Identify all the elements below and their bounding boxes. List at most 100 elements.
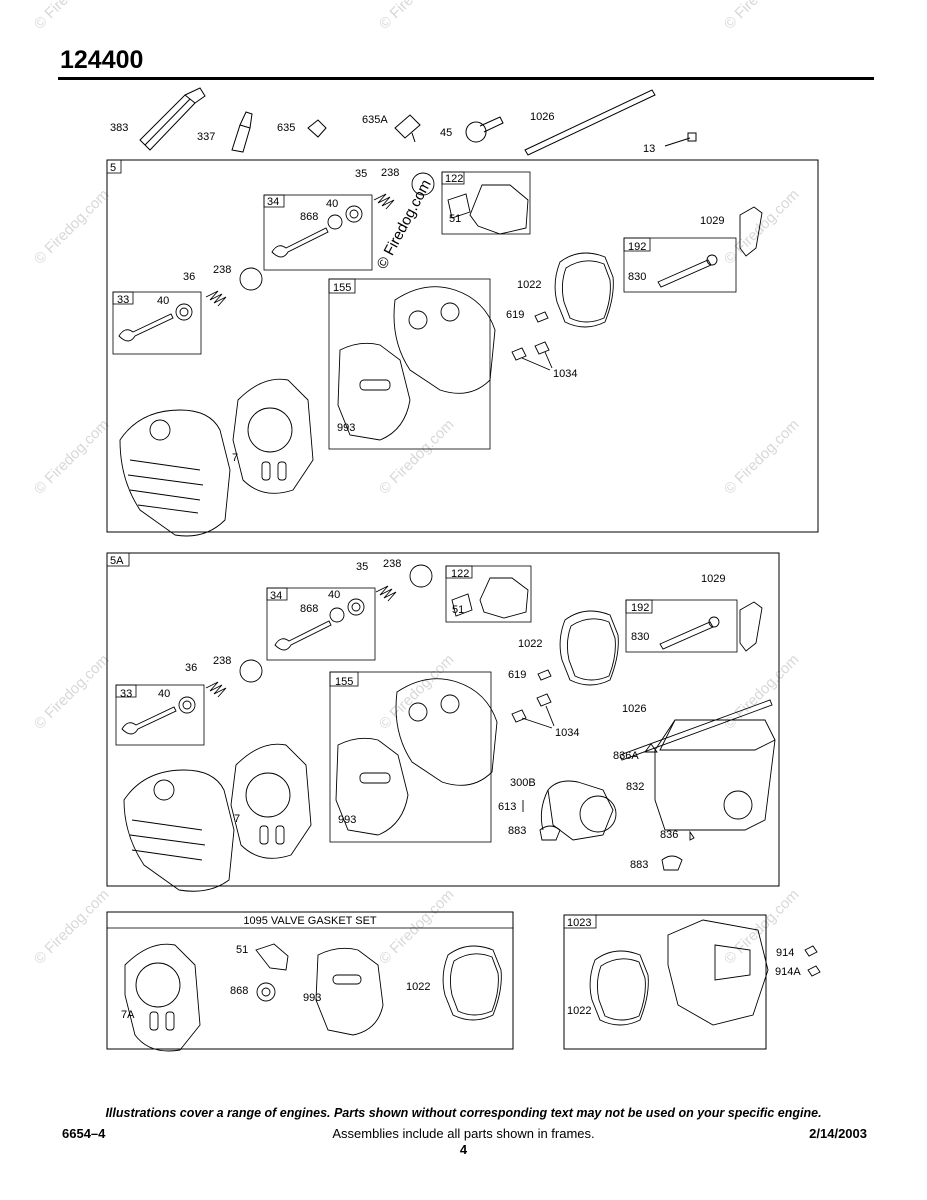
- part-label: 33: [120, 688, 132, 700]
- watermark: © Firedog.com: [31, 416, 113, 498]
- part-label: 830: [628, 271, 646, 283]
- part-label: 51: [452, 604, 464, 616]
- part-label: 1026: [622, 703, 646, 715]
- part-label: 836: [660, 829, 678, 841]
- part-label: 1029: [701, 573, 725, 585]
- part-label: 45: [440, 127, 452, 139]
- frame-1023: 1023 914 914A 1022: [563, 914, 821, 1050]
- part-label: 1022: [567, 1005, 591, 1017]
- part-label: 619: [508, 669, 526, 681]
- part-label: 7A: [121, 1009, 135, 1021]
- part-label: 868: [230, 985, 248, 997]
- part-label: 40: [158, 688, 170, 700]
- part-label: 836A: [613, 750, 639, 762]
- part-label: 993: [338, 814, 356, 826]
- part-label: 868: [300, 603, 318, 615]
- watermark: © Firedog.com: [31, 186, 113, 268]
- watermark: © Firedog.com: [31, 0, 113, 33]
- watermark: © Firedog.com: [31, 886, 113, 968]
- part-label: 51: [449, 213, 461, 225]
- part-label: 993: [337, 422, 355, 434]
- frame-label: 1023: [567, 917, 591, 929]
- part-label: 51: [236, 944, 248, 956]
- watermark: © Firedog.com: [376, 886, 458, 968]
- part-label: 1029: [700, 215, 724, 227]
- part-label: 1026: [530, 111, 554, 123]
- part-label: 13: [643, 143, 655, 155]
- watermark: © Firedog.com: [31, 651, 113, 733]
- watermark: © Firedog.com: [721, 186, 803, 268]
- spark-plug-part: [231, 111, 253, 153]
- frame-5: 5: [106, 159, 819, 537]
- part-label: 7: [234, 813, 240, 825]
- footer-assemblies: Assemblies include all parts shown in fr…: [332, 1126, 595, 1141]
- part-635a: [394, 114, 421, 143]
- part-label: 883: [508, 825, 526, 837]
- part-label: 34: [270, 590, 282, 602]
- frame-label: 5A: [110, 555, 124, 567]
- part-label: 36: [183, 271, 195, 283]
- frame-title: 1095 VALVE GASKET SET: [243, 915, 377, 927]
- part-label: 613: [498, 801, 516, 813]
- part-label: 122: [445, 173, 463, 185]
- part-label: 1034: [553, 368, 577, 380]
- part-label: 1022: [518, 638, 542, 650]
- part-label: 34: [267, 196, 279, 208]
- page-title: 124400: [60, 46, 144, 74]
- watermark: © Firedog.com: [721, 0, 803, 33]
- top-labels: 383 337 635 635A 45 1026 13: [110, 111, 655, 155]
- part-label: 122: [451, 568, 469, 580]
- watermark: © Firedog.com: [721, 651, 803, 733]
- frame-5a: 5A: [106, 552, 780, 892]
- part-label: 993: [303, 992, 321, 1004]
- part-13: [664, 132, 697, 147]
- part-label: 40: [326, 198, 338, 210]
- footer-code: 6654–4: [62, 1126, 106, 1141]
- part-label: 155: [333, 282, 351, 294]
- part-label: 337: [197, 131, 215, 143]
- part-label: 383: [110, 122, 128, 134]
- watermarks: © Firedog.com © Firedog.com © Firedog.co…: [31, 0, 803, 968]
- ignition-coil-part: [139, 87, 206, 151]
- part-label: 238: [381, 167, 399, 179]
- part-label: 1022: [517, 279, 541, 291]
- part-label: 238: [383, 558, 401, 570]
- part-45: [465, 116, 504, 143]
- title-rule: [58, 77, 874, 80]
- footer-note: Illustrations cover a range of engines. …: [105, 1106, 822, 1120]
- part-label: 832: [626, 781, 644, 793]
- part-label: 35: [356, 561, 368, 573]
- part-label: 300B: [510, 777, 536, 789]
- watermark: © Firedog.com: [721, 416, 803, 498]
- part-label: 830: [631, 631, 649, 643]
- watermark-main: © Firedog.com: [374, 177, 435, 272]
- part-label: 1034: [555, 727, 579, 739]
- part-label: 914A: [775, 966, 801, 978]
- part-label: 33: [117, 294, 129, 306]
- frame-label: 5: [110, 162, 116, 174]
- part-label: 238: [213, 655, 231, 667]
- footer-date: 2/14/2003: [809, 1126, 867, 1141]
- part-label: 192: [628, 241, 646, 253]
- page-number: 4: [459, 1142, 468, 1157]
- watermark: © Firedog.com: [376, 416, 458, 498]
- part-label: 635: [277, 122, 295, 134]
- part-label: 155: [335, 676, 353, 688]
- part-label: 914: [776, 947, 794, 959]
- part-label: 36: [185, 662, 197, 674]
- part-label: 35: [355, 168, 367, 180]
- part-label: 883: [630, 859, 648, 871]
- part-label: 40: [157, 295, 169, 307]
- part-label: 635A: [362, 114, 388, 126]
- part-635: [307, 119, 327, 138]
- part-label: 619: [506, 309, 524, 321]
- part-label: 868: [300, 211, 318, 223]
- watermark: © Firedog.com: [376, 0, 458, 33]
- part-label: 40: [328, 589, 340, 601]
- part-label: 238: [213, 264, 231, 276]
- top-row: [139, 87, 697, 156]
- pushrod-part: [524, 89, 656, 156]
- part-label: 192: [631, 602, 649, 614]
- frame-valve-gasket-set: 1095 VALVE GASKET SET 51 868 993 1022 7A: [106, 911, 514, 1052]
